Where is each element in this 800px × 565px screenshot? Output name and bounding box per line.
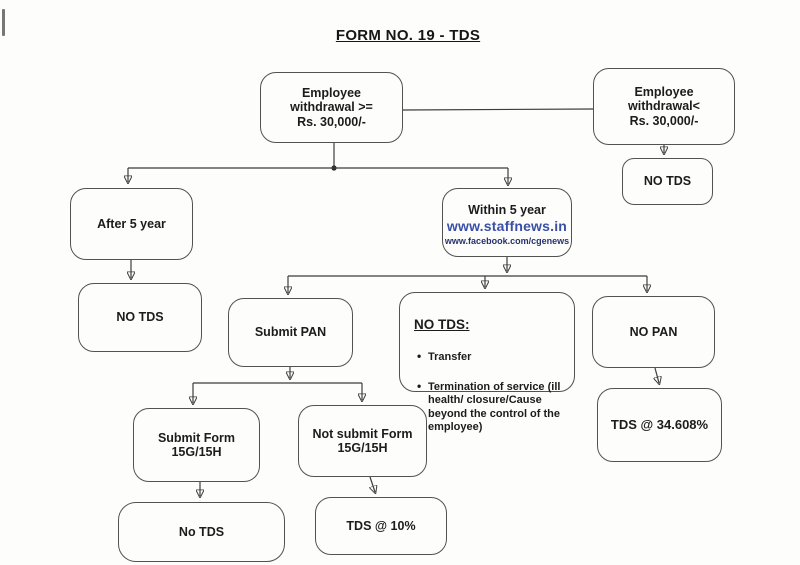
no-tds-details-list: Transfer Termination of service (ill hea…	[414, 336, 566, 451]
no-tds-details-heading: NO TDS:	[414, 316, 470, 332]
connector-nopan-to-tds34	[655, 367, 659, 383]
watermark-site: www.staffnews.in	[446, 217, 568, 234]
node-within-5-year: Within 5 year www.staffnews.in www.faceb…	[442, 188, 572, 257]
node-withdrawal-ge-30000: Employee withdrawal >= Rs. 30,000/-	[260, 72, 403, 143]
page-title: FORM NO. 19 - TDS	[335, 27, 481, 44]
node-after-5-year: After 5 year	[70, 188, 193, 260]
connector-ge-to-lt	[402, 108, 594, 111]
node-no-tds-details: NO TDS: Transfer Termination of service …	[399, 292, 575, 433]
node-tds-10: TDS @ 10%	[315, 497, 447, 555]
watermark-facebook: www.facebook.com/cgenews	[444, 236, 570, 247]
scan-artifact	[2, 9, 5, 36]
node-no-tds-left: NO TDS	[78, 283, 202, 352]
node-submit-form-15g15h: Submit Form 15G/15H	[133, 408, 260, 482]
node-no-tds-bottom: No TDS	[118, 502, 285, 562]
node-not-submit-form-15g15h: Not submit Form 15G/15H	[298, 405, 427, 477]
no-tds-bullet-termination: Termination of service (ill health/ clos…	[417, 380, 566, 435]
connector-notsubmit-to-tds10	[370, 476, 375, 492]
node-no-tds-right: NO TDS	[622, 158, 713, 205]
within-5-year-label: Within 5 year	[468, 203, 546, 218]
node-withdrawal-lt-30000: Employee withdrawal< Rs. 30,000/-	[593, 68, 735, 145]
no-tds-bullet-transfer: Transfer	[417, 350, 566, 365]
node-tds-34-608: TDS @ 34.608%	[597, 388, 722, 462]
node-no-pan: NO PAN	[592, 296, 715, 368]
node-submit-pan: Submit PAN	[228, 298, 353, 367]
